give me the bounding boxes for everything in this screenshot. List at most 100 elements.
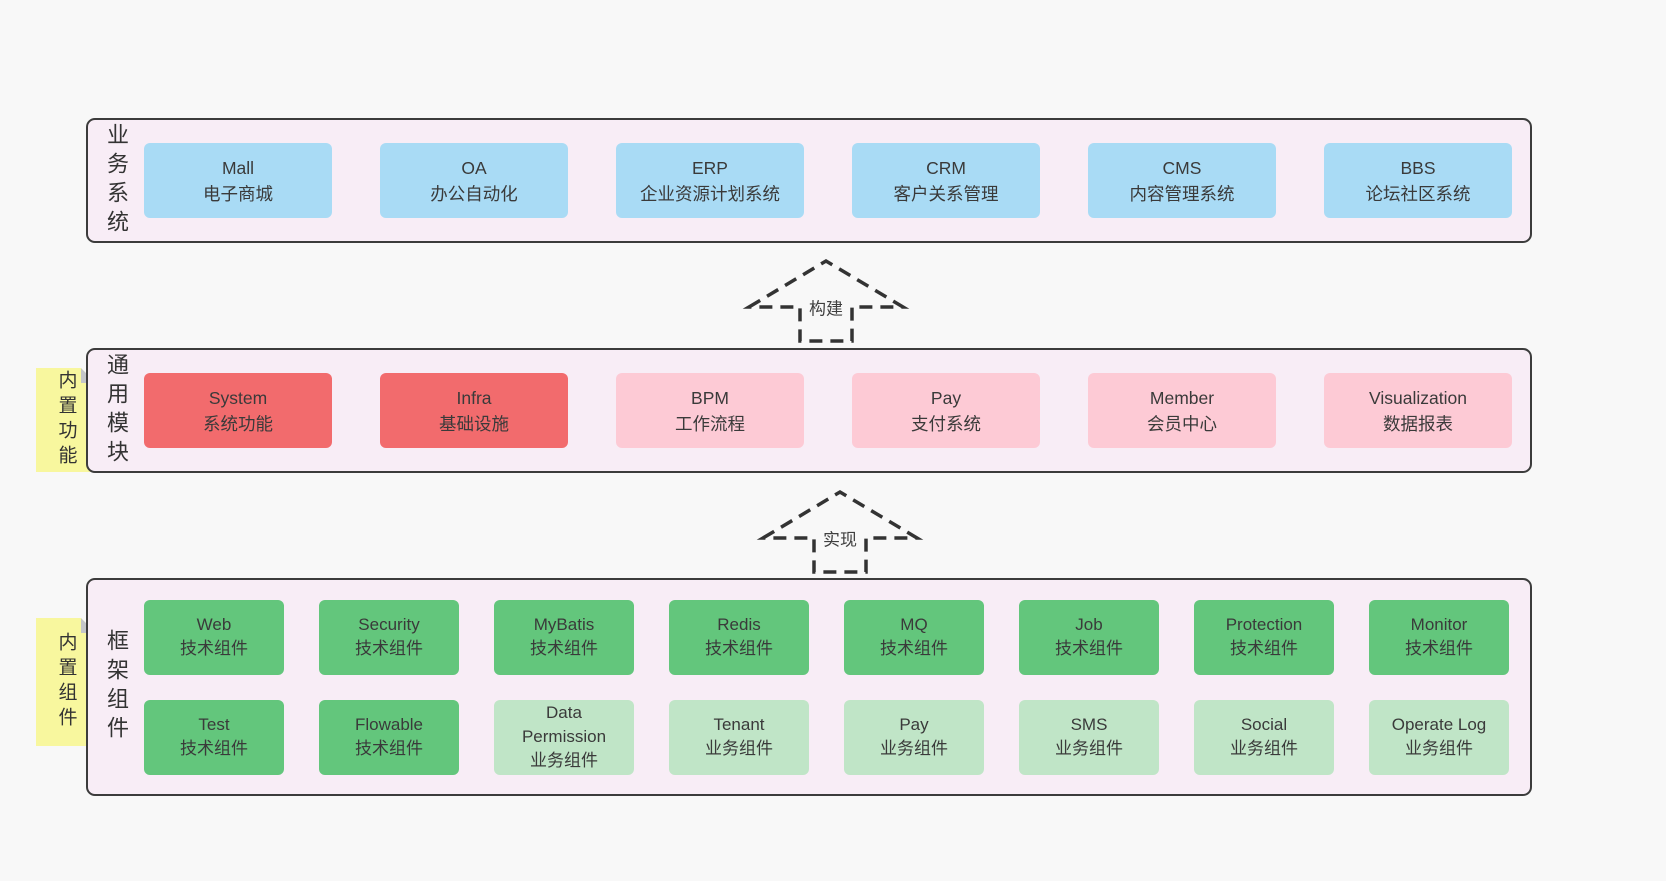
box-subtitle: 业务组件 [880,739,948,758]
box-title: CMS [1162,157,1202,178]
sticky-note-text: 内置组件 [55,632,77,732]
box-sms: SMS 业务组件 [1019,699,1159,775]
box-subtitle: 业务组件 [705,739,773,758]
box-subtitle: 技术组件 [880,639,948,658]
box-mq: MQ 技术组件 [844,599,984,675]
up-block-arrow-icon [756,489,924,574]
box-subtitle: 技术组件 [705,639,773,658]
box-title: Security [358,615,420,634]
box-data-permission: Data Permission 业务组件 [494,699,634,775]
box-subtitle: 办公自动化 [430,183,518,204]
layer-label-common-modules: 通用模块 [104,352,129,469]
box-mybatis: MyBatis 技术组件 [494,599,634,675]
box-title: BBS [1400,157,1436,178]
box-operate-log: Operate Log 业务组件 [1369,699,1509,775]
box-subtitle: 内容管理系统 [1129,183,1235,204]
box-title: Protection [1225,615,1303,634]
box-subtitle: 电子商城 [203,183,273,204]
box-title: MyBatis [533,615,595,634]
box-title: Mall [221,157,255,178]
box-subtitle: 业务组件 [1230,739,1298,758]
layer-label-business-systems: 业务系统 [104,122,129,239]
box-redis: Redis 技术组件 [669,599,809,675]
box-title: Monitor [1410,615,1468,634]
box-title: Test [198,715,230,734]
box-subtitle: 技术组件 [180,739,248,758]
box-pay: Pay 支付系统 [852,373,1040,448]
box-subtitle: 基础设施 [439,413,509,434]
layer-common-modules: 通用模块 System 系统功能 Infra 基础设施 BPM 工作流程 Pay 支付系统 Me… [86,348,1532,473]
box-title: Flowable [354,715,424,734]
box-title: Redis [717,615,761,634]
box-title: MQ [900,615,928,634]
box-monitor: Monitor 技术组件 [1369,599,1509,675]
box-erp: ERP 企业资源计划系统 [616,143,804,218]
box-subtitle: 工作流程 [675,413,745,434]
box-job: Job 技术组件 [1019,599,1159,675]
box-protection: Protection 技术组件 [1194,599,1334,675]
box-security: Security 技术组件 [319,599,459,675]
box-subtitle: 技术组件 [355,739,423,758]
arrow-build: 构建 [741,257,911,345]
box-title: Web [196,615,232,634]
box-title: System [208,387,268,408]
arrow-implement: 实现 [755,488,925,576]
box-subtitle: 企业资源计划系统 [640,183,780,204]
box-subtitle: 数据报表 [1383,413,1453,434]
box-subtitle: 支付系统 [911,413,981,434]
box-bbs: BBS 论坛社区系统 [1324,143,1512,218]
box-web: Web 技术组件 [144,599,284,675]
box-subtitle: 技术组件 [180,639,248,658]
layer-label-framework-components: 框架组件 [104,629,129,745]
box-system: System 系统功能 [144,373,332,448]
box-title: Pay [930,387,962,408]
box-social: Social 业务组件 [1194,699,1334,775]
box-subtitle: 技术组件 [1230,639,1298,658]
box-member: Member 会员中心 [1088,373,1276,448]
layer-business-systems: 业务系统 Mall 电子商城 OA 办公自动化 ERP 企业资源计划系统 CRM 客户关系管理… [86,118,1532,243]
box-title: Pay [899,715,929,734]
box-subtitle: 业务组件 [530,751,598,770]
box-crm: CRM 客户关系管理 [852,143,1040,218]
box-title: ERP [692,157,728,178]
arrow-build-label: 构建 [805,293,847,321]
sticky-note-text: 内置功能 [55,370,77,470]
box-subtitle: 客户关系管理 [893,183,999,204]
box-subtitle: 会员中心 [1147,413,1217,434]
box-title: Social [1240,715,1288,734]
box-subtitle: 业务组件 [1055,739,1123,758]
box-title: SMS [1070,715,1108,734]
arrow-implement-label: 实现 [819,524,861,552]
box-title: Infra [456,387,492,408]
box-tenant: Tenant 业务组件 [669,699,809,775]
common-modules-row: System 系统功能 Infra 基础设施 BPM 工作流程 Pay 支付系统 Member 会… [144,350,1518,471]
box-subtitle: 技术组件 [1055,639,1123,658]
box-pay: Pay 业务组件 [844,699,984,775]
business-systems-row: Mall 电子商城 OA 办公自动化 ERP 企业资源计划系统 CRM 客户关系管理 CMS 内容… [144,120,1518,241]
box-bpm: BPM 工作流程 [616,373,804,448]
box-title: OA [461,157,487,178]
box-title: Visualization [1369,387,1467,408]
box-title: Member [1149,387,1215,408]
box-mall: Mall 电子商城 [144,143,332,218]
box-subtitle: 技术组件 [530,639,598,658]
box-title: Operate Log [1391,715,1487,734]
box-subtitle: 系统功能 [203,413,273,434]
box-infra: Infra 基础设施 [380,373,568,448]
box-oa: OA 办公自动化 [380,143,568,218]
up-block-arrow-icon [742,258,910,343]
box-subtitle: 论坛社区系统 [1365,183,1471,204]
box-subtitle: 业务组件 [1405,739,1473,758]
box-cms: CMS 内容管理系统 [1088,143,1276,218]
box-title: Data Permission [521,703,607,746]
box-test: Test 技术组件 [144,699,284,775]
box-subtitle: 技术组件 [1405,639,1473,658]
box-title: CRM [926,157,966,178]
box-title: Tenant [713,715,765,734]
box-subtitle: 技术组件 [355,639,423,658]
box-title: BPM [691,387,729,408]
box-title: Job [1075,615,1103,634]
box-visualization: Visualization 数据报表 [1324,373,1512,448]
